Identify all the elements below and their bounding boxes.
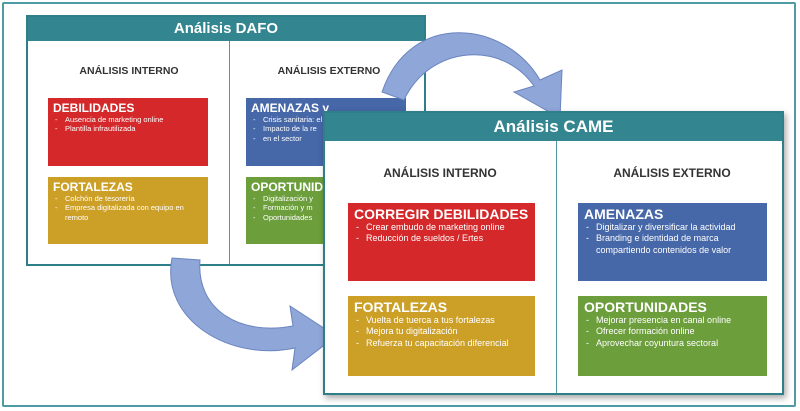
list-item: en el sector — [251, 134, 401, 144]
outer-frame — [2, 2, 796, 407]
came-fortalezas-title: FORTALEZAS — [354, 299, 448, 315]
came-oportunidades-title: OPORTUNIDADES — [584, 299, 707, 315]
bottom-curved-arrow — [170, 257, 337, 372]
list-item: Refuerza tu capacitación diferencial — [354, 338, 529, 350]
list-item: Aprovechar coyuntura sectoral — [584, 338, 761, 350]
came-fortalezas-list: Vuelta de tuerca a tus fortalezas Mejora… — [354, 315, 529, 349]
list-item: Mejorar presencia en canal online — [584, 315, 761, 327]
list-item: Empresa digitalizada con equipo en remot… — [53, 203, 203, 222]
came-title: Análisis CAME — [325, 113, 782, 141]
list-item: Mejora tu digitalización — [354, 326, 529, 338]
list-item: Reducción de sueldos / Ertes — [354, 233, 529, 245]
dafo-title: Análisis DAFO — [28, 17, 424, 41]
came-amenazas-box: AMENAZAS Digitalizar y diversificar la a… — [578, 203, 767, 281]
dafo-oportunidades-title: OPORTUNIDA — [251, 180, 332, 194]
came-corregir-box: CORREGIR DEBILIDADES Crear embudo de mar… — [348, 203, 535, 281]
dafo-debilidades-title: DEBILIDADES — [53, 101, 135, 115]
dafo-fortalezas-title: FORTALEZAS — [53, 180, 133, 194]
dafo-amenazas-title: AMENAZAS y — [251, 101, 330, 115]
came-oportunidades-list: Mejorar presencia en canal online Ofrece… — [584, 315, 761, 349]
list-item: Digitalizar y diversificar la actividad — [584, 222, 761, 234]
came-internal-heading: ANÁLISIS INTERNO — [383, 166, 497, 180]
came-corregir-title: CORREGIR DEBILIDADES — [354, 206, 529, 222]
dafo-debilidades-box: DEBILIDADES Ausencia de marketing online… — [48, 98, 208, 166]
dafo-amenazas-list: Crisis sanitaria: el Impacto de la re en… — [251, 115, 401, 144]
top-curved-arrow — [381, 32, 563, 119]
dafo-debilidades-list: Ausencia de marketing online Plantilla i… — [53, 115, 203, 134]
dafo-divider — [229, 41, 230, 264]
dafo-oportunidades-list: Digitalización y Formación y m Oportunid… — [251, 194, 401, 223]
list-item: Crear embudo de marketing online — [354, 222, 529, 234]
list-item: Branding e identidad de marca compartien… — [584, 233, 761, 256]
came-external-heading: ANÁLISIS EXTERNO — [613, 166, 731, 180]
list-item: Digitalización y — [251, 194, 401, 204]
list-item: Oportunidades — [251, 213, 401, 223]
dafo-external-heading: ANÁLISIS EXTERNO — [277, 65, 381, 77]
came-corregir-list: Crear embudo de marketing online Reducci… — [354, 222, 529, 245]
dafo-internal-heading: ANÁLISIS INTERNO — [79, 65, 179, 77]
list-item: Ofrecer formación online — [584, 326, 761, 338]
list-item: Crisis sanitaria: el — [251, 115, 401, 125]
dafo-fortalezas-list: Colchón de tesorería Empresa digitalizad… — [53, 194, 203, 222]
list-item: Formación y m — [251, 203, 401, 213]
came-amenazas-title: AMENAZAS — [584, 206, 664, 222]
came-panel: Análisis CAME ANÁLISIS INTERNO ANÁLISIS … — [323, 111, 784, 395]
list-item: Plantilla infrautilizada — [53, 124, 203, 134]
came-amenazas-list: Digitalizar y diversificar la actividad … — [584, 222, 761, 256]
came-divider — [556, 141, 557, 393]
dafo-fortalezas-box: FORTALEZAS Colchón de tesorería Empresa … — [48, 177, 208, 244]
list-item: Colchón de tesorería — [53, 194, 203, 204]
list-item: Ausencia de marketing online — [53, 115, 203, 125]
came-fortalezas-box: FORTALEZAS Vuelta de tuerca a tus fortal… — [348, 296, 535, 376]
list-item: Vuelta de tuerca a tus fortalezas — [354, 315, 529, 327]
list-item: Impacto de la re — [251, 124, 401, 134]
came-oportunidades-box: OPORTUNIDADES Mejorar presencia en canal… — [578, 296, 767, 376]
